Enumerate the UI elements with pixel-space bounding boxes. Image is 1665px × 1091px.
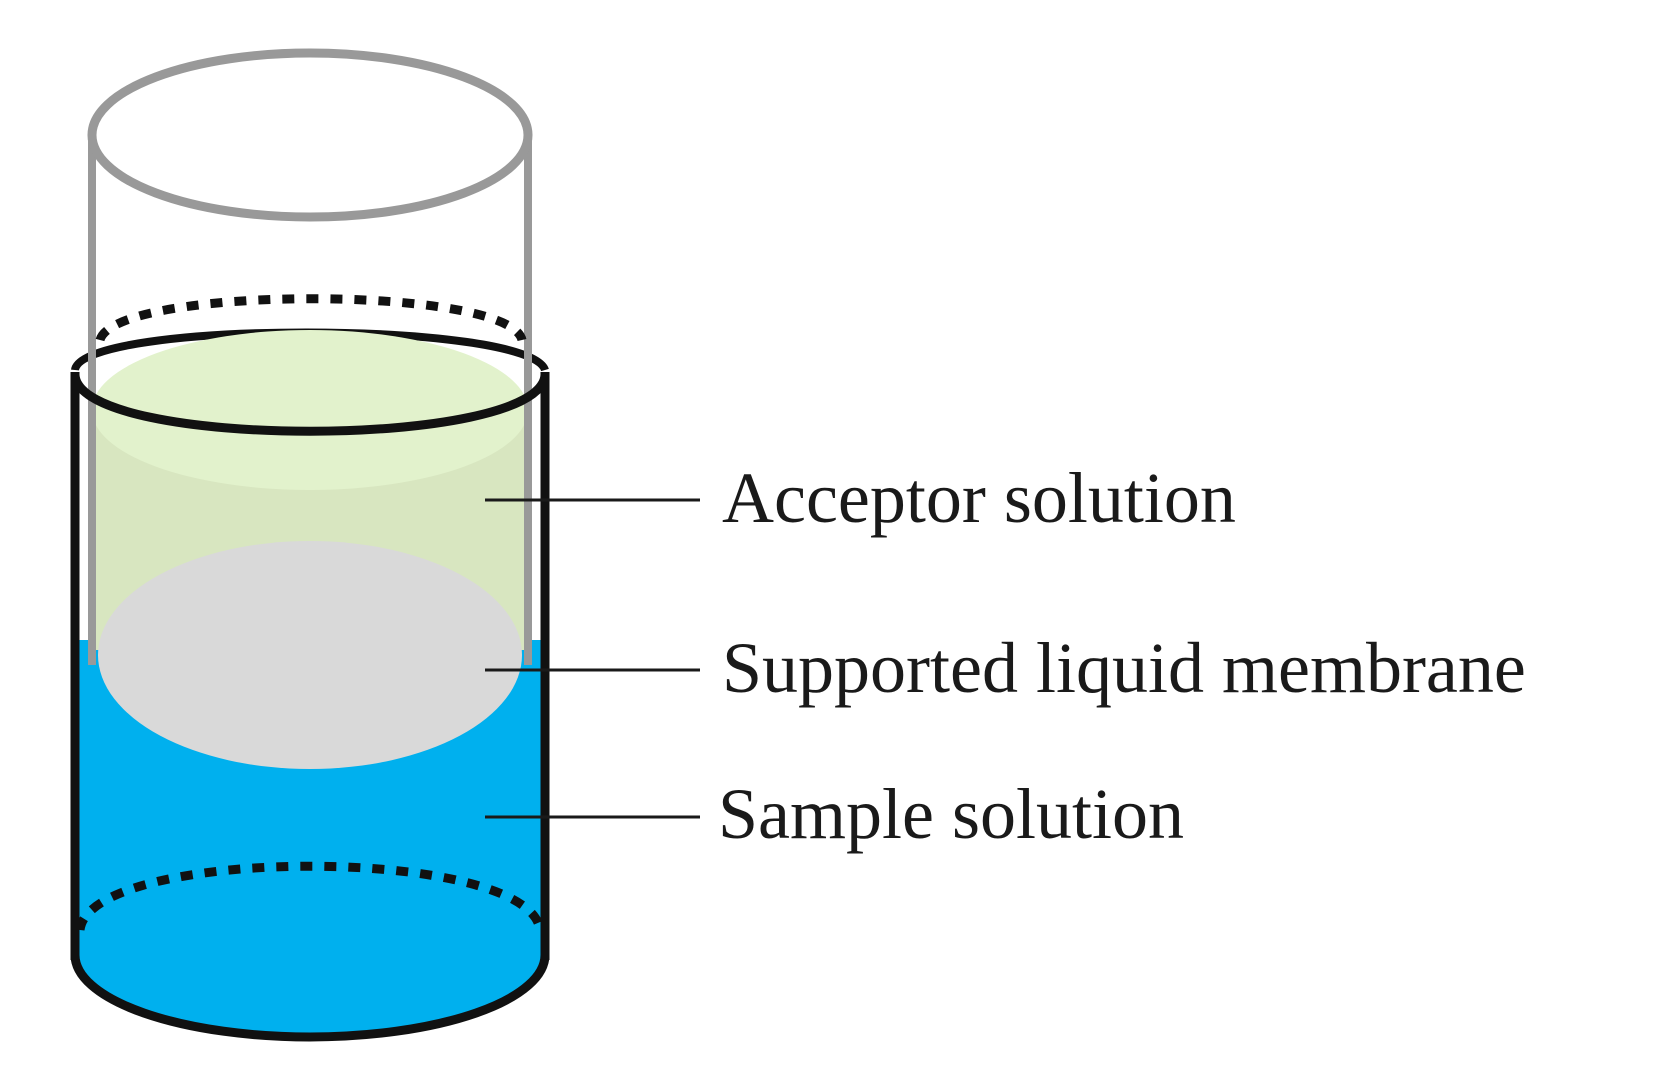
outer-vessel-front-rim (70, 373, 550, 436)
outer-vessel-bottom-dashed (75, 861, 545, 932)
inner-tube (87, 48, 533, 769)
inner-tube-dashed-rim (95, 294, 527, 343)
outer-vessel-front (70, 372, 550, 1042)
label-sample-text: Sample solution (718, 774, 1184, 854)
label-membrane: Supported liquid membrane (485, 628, 1526, 708)
supported-liquid-membrane (98, 541, 522, 769)
sample-solution-bottom (75, 873, 545, 1037)
label-membrane-text: Supported liquid membrane (722, 628, 1526, 708)
inner-tube-top-rim (87, 48, 533, 222)
acceptor-solution-surface (92, 330, 528, 490)
label-acceptor-text: Acceptor solution (722, 458, 1236, 538)
label-sample: Sample solution (485, 774, 1184, 854)
outer-vessel-bottom-front (70, 954, 550, 1042)
label-acceptor: Acceptor solution (485, 458, 1236, 538)
